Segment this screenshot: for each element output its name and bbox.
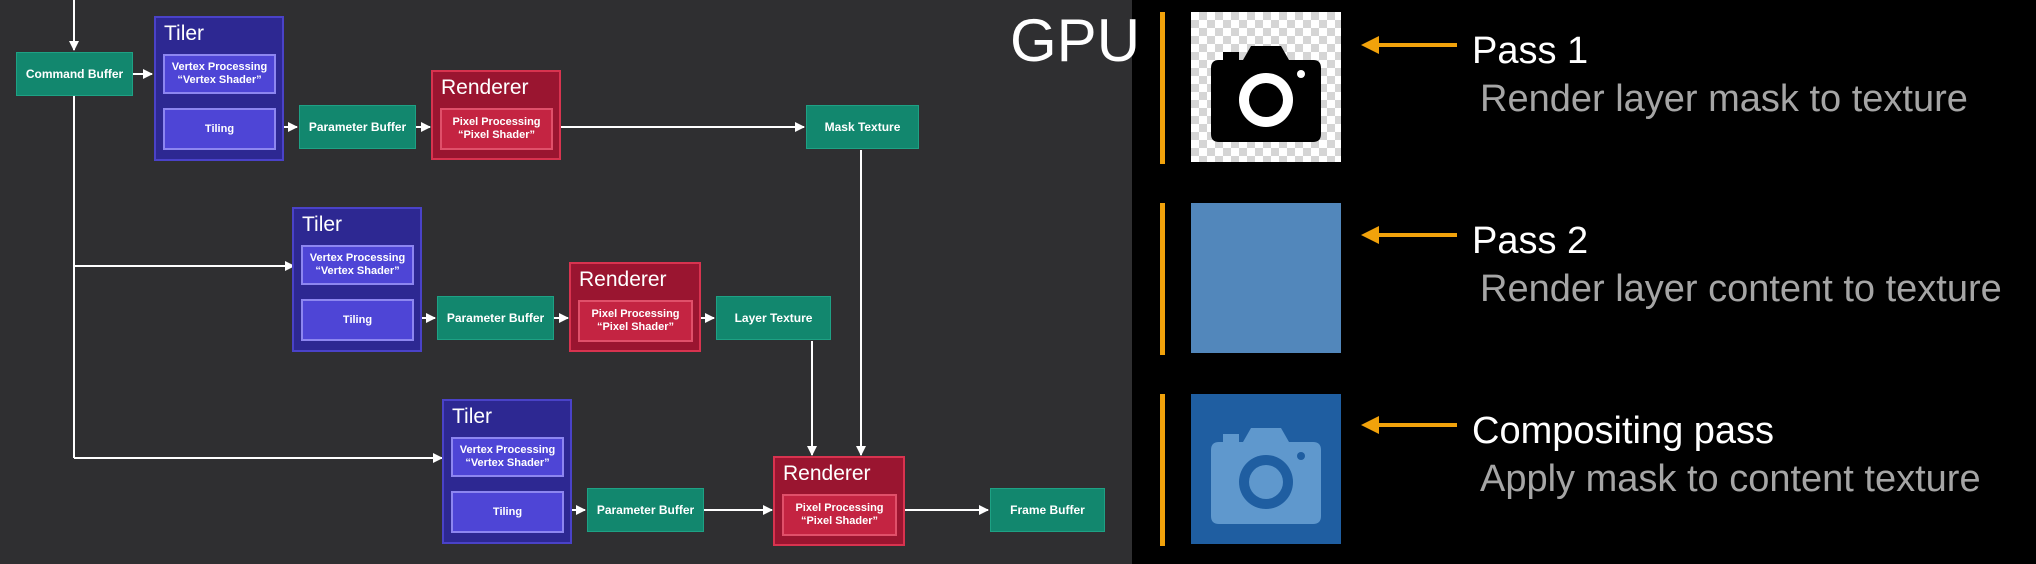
pixel-processing-1: Pixel Processing “Pixel Shader” (440, 108, 553, 150)
pass-1-thumbnail (1191, 12, 1341, 162)
tiling-1: Tiling (163, 108, 276, 150)
pass-2-arrow-icon (1361, 226, 1457, 244)
layer-texture-label: Layer Texture (734, 311, 813, 325)
tiling-label-3: Tiling (492, 505, 523, 518)
frame-buffer-label: Frame Buffer (1010, 503, 1085, 517)
tiling-label-1: Tiling (204, 122, 235, 135)
pass-3-accent-bar (1160, 394, 1165, 546)
pass-3-title: Compositing pass (1472, 410, 1775, 452)
camera-icon (1211, 46, 1321, 142)
tiler-title-2: Tiler (302, 213, 343, 236)
pixel-label-1a: Pixel Processing (452, 116, 541, 128)
pass-2-subtitle: Render layer content to texture (1480, 268, 2002, 310)
pixel-label-1b: “Pixel Shader” (457, 129, 536, 141)
renderer-box-3: Renderer Pixel Processing “Pixel Shader” (773, 456, 905, 546)
tiling-2: Tiling (301, 299, 414, 341)
renderer-title-1: Renderer (441, 76, 529, 99)
pixel-processing-3: Pixel Processing “Pixel Shader” (782, 494, 897, 536)
layer-texture-box: Layer Texture (716, 296, 831, 340)
vertex-label-2b: “Vertex Shader” (315, 265, 400, 277)
parameter-buffer-2: Parameter Buffer (437, 296, 554, 340)
masked-camera-icon (1211, 428, 1321, 524)
vertex-processing-2: Vertex Processing “Vertex Shader” (301, 245, 414, 285)
tiling-3: Tiling (451, 491, 564, 533)
mask-texture-box: Mask Texture (806, 105, 919, 149)
pass-1-accent-bar (1160, 12, 1165, 164)
command-buffer-label: Command Buffer (25, 67, 124, 81)
tiler-box-3: Tiler Vertex Processing “Vertex Shader” … (442, 399, 572, 544)
tiler-title-3: Tiler (452, 405, 493, 428)
gpu-label: GPU (1010, 7, 1141, 74)
passes-panel: Pass 1 Render layer mask to texture Pass… (1136, 0, 2036, 564)
pass-3-subtitle: Apply mask to content texture (1480, 458, 1981, 500)
vertex-label-1b: “Vertex Shader” (177, 74, 262, 86)
frame-buffer-box: Frame Buffer (990, 488, 1105, 532)
tiler-box-2: Tiler Vertex Processing “Vertex Shader” … (292, 207, 422, 352)
pixel-label-3a: Pixel Processing (795, 502, 884, 514)
parameter-buffer-label-2: Parameter Buffer (446, 311, 545, 325)
renderer-box-2: Renderer Pixel Processing “Pixel Shader” (569, 262, 701, 352)
pass-1-title: Pass 1 (1472, 30, 1589, 72)
parameter-buffer-label-3: Parameter Buffer (596, 503, 695, 517)
renderer-box-1: Renderer Pixel Processing “Pixel Shader” (431, 70, 561, 160)
tiler-box-1: Tiler Vertex Processing “Vertex Shader” … (154, 16, 284, 161)
pass-3-thumbnail (1191, 394, 1341, 544)
parameter-buffer-1: Parameter Buffer (299, 105, 416, 149)
pass-1-subtitle: Render layer mask to texture (1480, 78, 1968, 120)
command-buffer-box: Command Buffer (16, 52, 133, 96)
pixel-label-2a: Pixel Processing (591, 308, 680, 320)
renderer-title-3: Renderer (783, 462, 871, 485)
parameter-buffer-label-1: Parameter Buffer (308, 120, 407, 134)
pixel-label-2b: “Pixel Shader” (596, 321, 675, 333)
pixel-label-3b: “Pixel Shader” (800, 515, 879, 527)
pass-2-title: Pass 2 (1472, 220, 1589, 262)
tiler-title-1: Tiler (164, 22, 205, 45)
vertex-processing-1: Vertex Processing “Vertex Shader” (163, 54, 276, 94)
mask-texture-label: Mask Texture (824, 120, 901, 134)
pass-2-accent-bar (1160, 203, 1165, 355)
vertex-label-3b: “Vertex Shader” (465, 457, 550, 469)
pass-2-thumbnail (1191, 203, 1341, 353)
pass-3-arrow-icon (1361, 416, 1457, 434)
tiling-label-2: Tiling (342, 313, 373, 326)
pass-1-arrow-icon (1361, 36, 1457, 54)
gpu-pipeline-diagram: Command Buffer Tiler Vertex Processing “… (0, 0, 1140, 564)
renderer-title-2: Renderer (579, 268, 667, 291)
vertex-label-1a: Vertex Processing (171, 61, 268, 73)
vertex-processing-3: Vertex Processing “Vertex Shader” (451, 437, 564, 477)
vertex-label-3a: Vertex Processing (459, 444, 556, 456)
parameter-buffer-3: Parameter Buffer (587, 488, 704, 532)
pixel-processing-2: Pixel Processing “Pixel Shader” (578, 300, 693, 342)
vertex-label-2a: Vertex Processing (309, 252, 406, 264)
